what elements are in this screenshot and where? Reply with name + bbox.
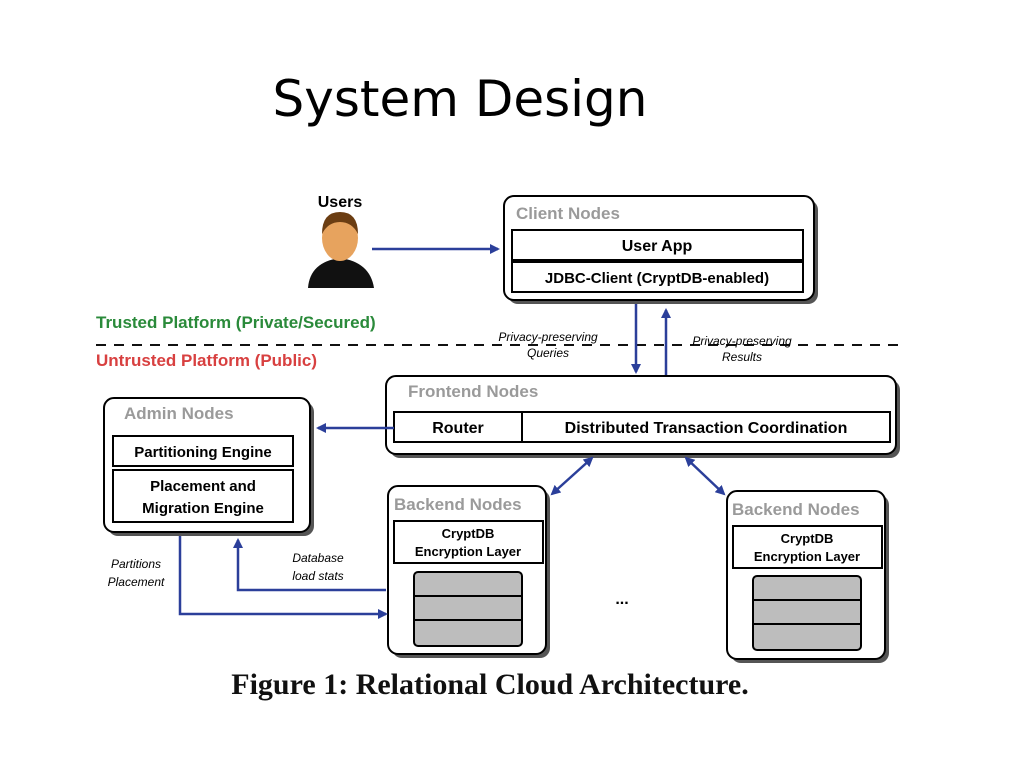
- user-icon: [308, 212, 374, 288]
- jdbc-client-label: JDBC-Client (CryptDB-enabled): [545, 270, 769, 287]
- backend-left-layer-line-2: Encryption Layer: [415, 544, 521, 559]
- trusted-platform-label: Trusted Platform (Private/Secured): [96, 313, 376, 332]
- backend-nodes-left-box: Backend Nodes CryptDB Encryption Layer: [387, 485, 550, 658]
- figure-caption: Figure 1: Relational Cloud Architecture.: [231, 668, 749, 701]
- backend-right-title: Backend Nodes: [732, 500, 860, 519]
- database-icon-left: [413, 571, 523, 647]
- router-label: Router: [432, 420, 484, 437]
- queries-label-line-2: Queries: [527, 346, 569, 360]
- partitions-label-line-1: Partitions: [111, 557, 161, 571]
- backend-right-layer-line-1: CryptDB: [781, 531, 834, 546]
- dtc-label: Distributed Transaction Coordination: [565, 420, 848, 437]
- placement-engine-label-line-2: Migration Engine: [142, 500, 264, 517]
- frontend-backend-left-arrow: [550, 456, 594, 496]
- user-app-label: User App: [622, 238, 693, 255]
- frontend-nodes-box: Frontend Nodes Router Distributed Transa…: [385, 375, 900, 458]
- partitioning-engine-label: Partitioning Engine: [134, 444, 272, 461]
- loadstats-label-line-1: Database: [292, 551, 344, 565]
- slide-title: System Design: [272, 70, 648, 128]
- admin-nodes-title: Admin Nodes: [124, 404, 234, 423]
- users-label: Users: [318, 194, 363, 211]
- backend-right-layer-line-2: Encryption Layer: [754, 549, 860, 564]
- backend-left-layer-line-1: CryptDB: [442, 526, 495, 541]
- placement-engine-label-line-1: Placement and: [150, 478, 256, 495]
- backend-ellipsis: ...: [615, 591, 628, 608]
- backend-left-title: Backend Nodes: [394, 495, 522, 514]
- admin-nodes-box: Admin Nodes Partitioning Engine Placemen…: [103, 397, 314, 536]
- results-label-line-1: Privacy-preserving: [692, 334, 792, 348]
- client-nodes-box: Client Nodes User App JDBC-Client (Crypt…: [503, 195, 818, 304]
- load-stats-arrow: [233, 538, 386, 592]
- backend-nodes-right-box: Backend Nodes CryptDB Encryption Layer: [726, 490, 889, 663]
- database-icon-right: [752, 575, 862, 651]
- loadstats-label-line-2: load stats: [292, 569, 343, 583]
- results-label-line-2: Results: [722, 350, 762, 364]
- queries-label-line-1: Privacy-preserving: [498, 330, 598, 344]
- frontend-backend-right-arrow: [684, 456, 726, 496]
- frontend-nodes-title: Frontend Nodes: [408, 382, 538, 401]
- client-nodes-title: Client Nodes: [516, 204, 620, 223]
- partitions-placement-arrow: [178, 536, 388, 619]
- partitions-label-line-2: Placement: [108, 575, 165, 589]
- untrusted-platform-label: Untrusted Platform (Public): [96, 351, 317, 370]
